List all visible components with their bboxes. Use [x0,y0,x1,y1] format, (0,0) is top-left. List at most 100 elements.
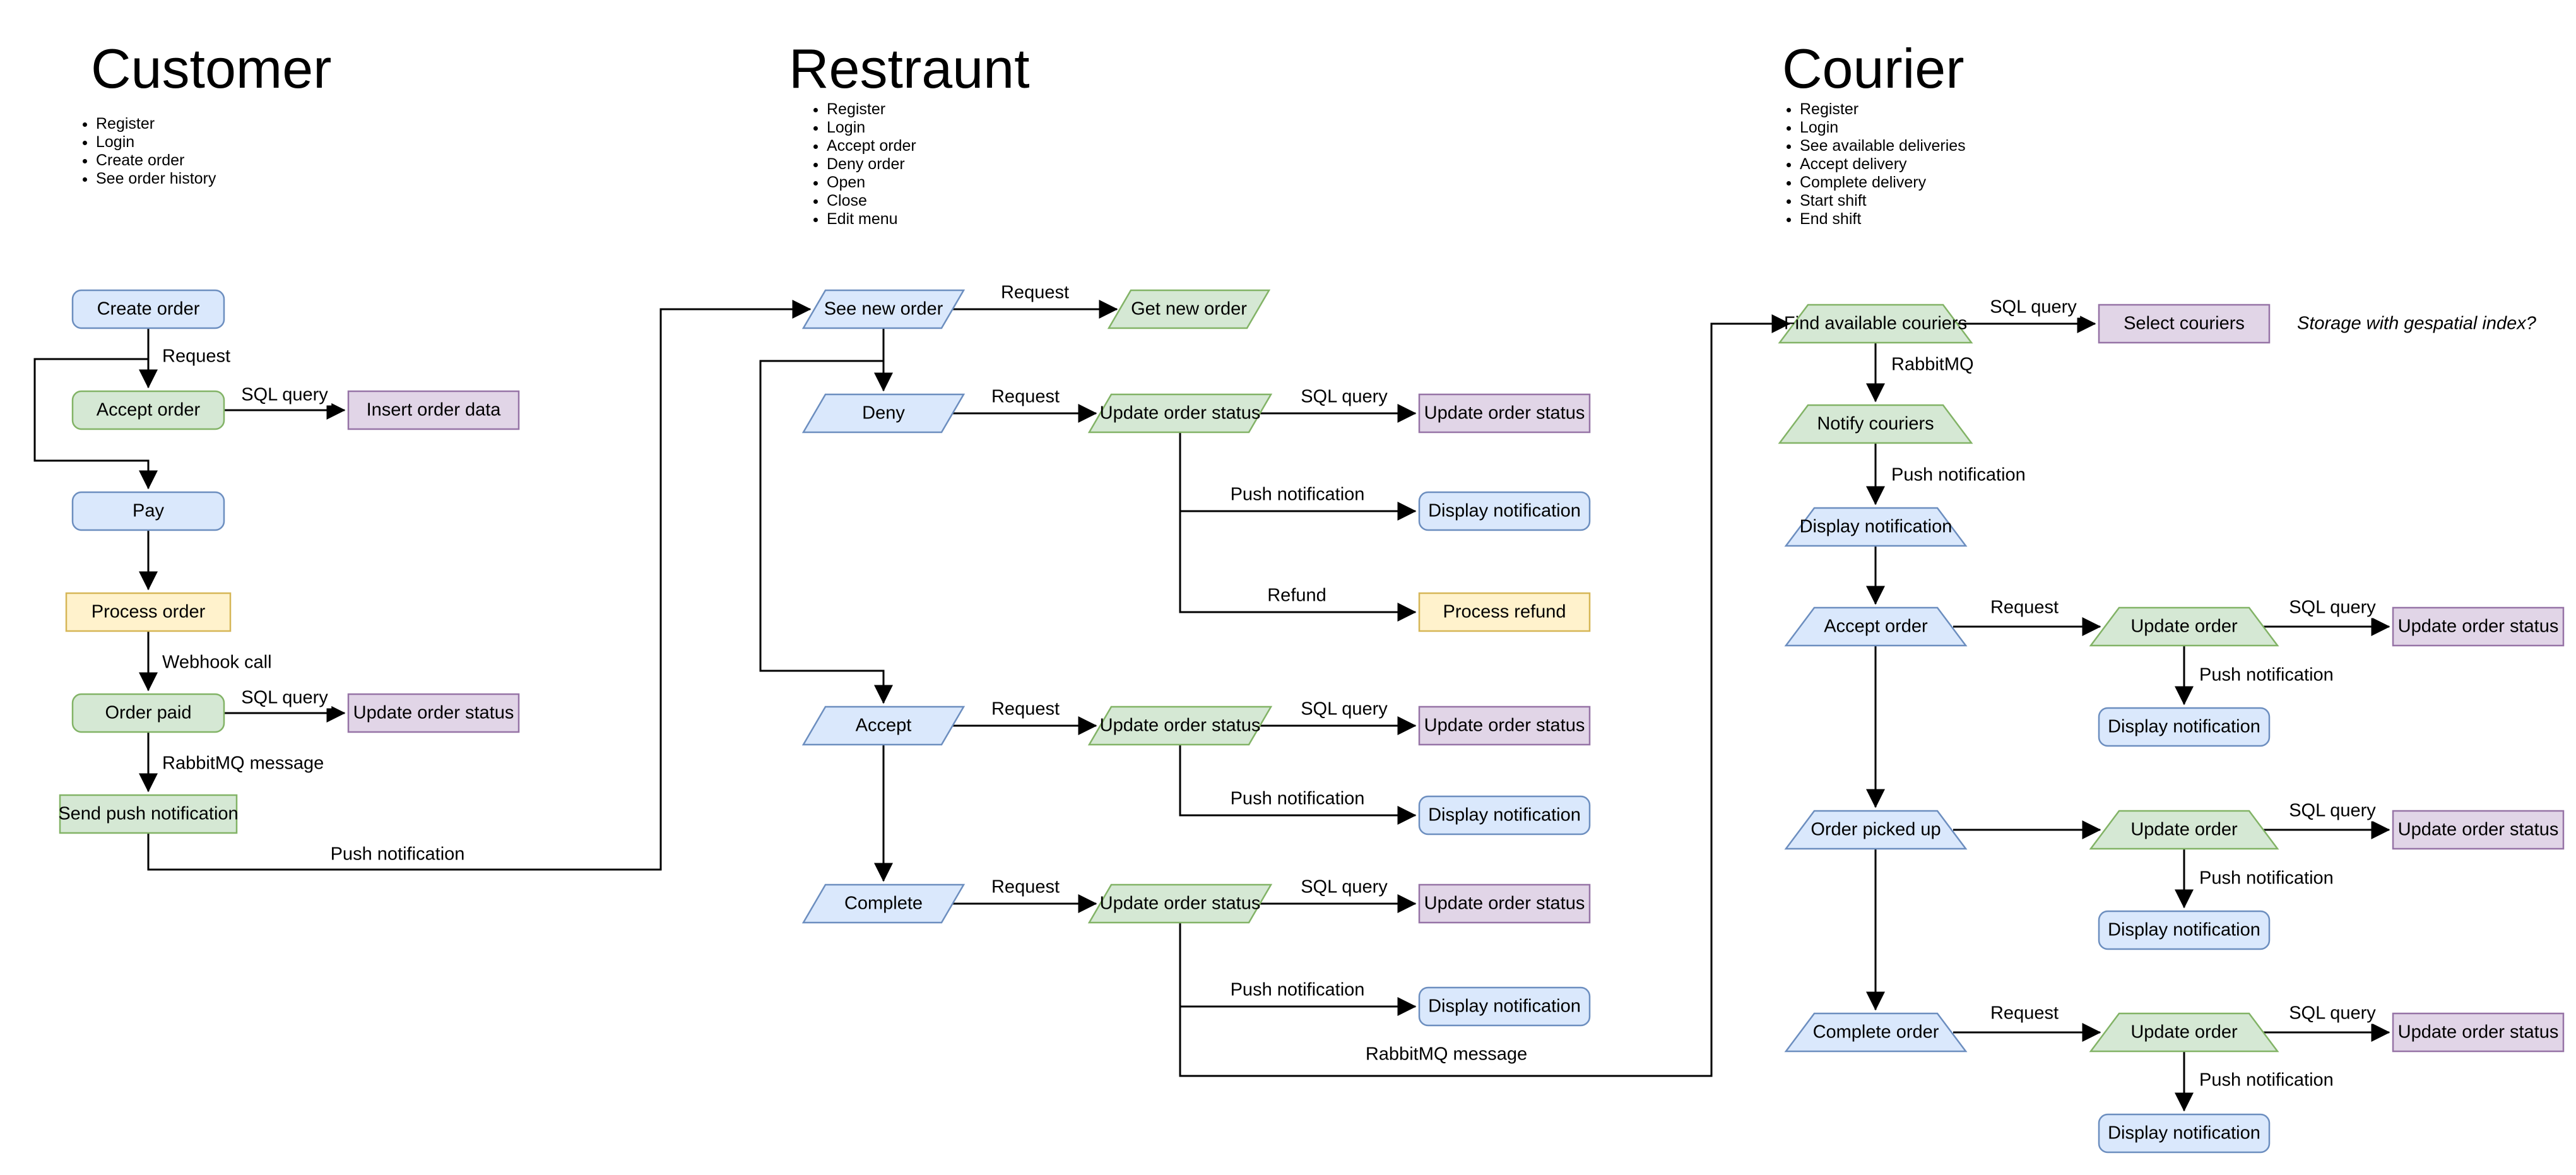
node-display-notif-couriers-shape [1784,507,1968,547]
list-item: See order history [96,170,216,188]
node-complete-order-label: Complete order [1812,1022,1939,1042]
node-update-order-status-pay-shape [347,693,520,733]
node-update-order-status-pay-label: Update order status [353,702,514,723]
edge-label-cupd3-to-notif: Push notification [2196,1070,2337,1091]
edge-label-caccept-to-update: Request [1987,597,2062,618]
geospatial-storage-note: Storage with gespatial index? [2297,313,2536,334]
edge-label-cupd1-to-db: SQL query [2286,597,2379,618]
edge-label-cupd2-to-notif: Push notification [2196,868,2337,889]
node-update-order-picked-shape [2089,810,2279,850]
edge-label-paid-to-sendpush: RabbitMQ message [159,753,328,774]
node-order-picked-up-shape [1784,810,1968,850]
edge-label-cupd3-to-db: SQL query [2286,1003,2379,1024]
node-update-status-accept-srv-label: Update order status [1099,715,1261,736]
edge-denyupd-to-refund [1179,511,1417,622]
node-insert-order-data-shape [347,390,520,430]
node-insert-order-data-label: Insert order data [366,399,501,420]
node-deny-shape [801,393,966,434]
node-complete-order-shape [1784,1012,1968,1053]
edge-label-accept-to-update: Request [988,699,1063,720]
node-update-status-accept-db-label: Update order status [1424,715,1585,736]
node-update-status-complete-srv-shape [1087,883,1273,924]
edge-label-paid-to-update: SQL query [238,687,331,709]
edge-label-compupd-to-notif: Push notification [1227,979,1368,1001]
node-accept-order-courier-shape [1784,606,1968,647]
node-display-notif-courier-3-label: Display notification [2108,1123,2260,1143]
node-get-new-order-shape [1107,289,1271,329]
edge-label-sendpush-to-seenew: Push notification [327,844,468,865]
node-update-status-complete-srv-label: Update order status [1099,893,1261,914]
section-title-courier: Courier [1782,37,1964,100]
node-display-notif-courier-1-shape [2098,707,2271,747]
list-item: Complete delivery [1800,174,1966,192]
node-display-notif-courier-3-shape [2098,1113,2271,1154]
node-display-notif-courier-1-label: Display notification [2108,716,2260,737]
section-title-customer: Customer [91,37,332,100]
node-order-picked-up-label: Order picked up [1811,819,1941,840]
node-select-couriers-shape [2098,304,2271,344]
list-item: End shift [1800,210,1966,228]
node-create-order-shape [71,289,225,329]
node-update-order-accept-shape [2089,606,2279,647]
edge-label-accupd-to-db: SQL query [1297,699,1391,720]
node-update-status-accept-db-shape [1418,706,1591,746]
node-display-notif-complete-shape [1418,986,1591,1027]
section-actions-list-courier: RegisterLoginSee available deliveriesAcc… [1781,100,1966,228]
node-complete-restraunt-label: Complete [844,893,923,914]
edge-accupd-to-notif [1179,745,1417,825]
list-item: Open [827,174,916,192]
edge-seenew-to-accept [759,360,893,704]
node-display-notif-accept-shape [1418,795,1591,835]
list-item: Accept delivery [1800,155,1966,174]
edge-label-compupd-to-db: SQL query [1297,877,1391,898]
node-send-push-notification-label: Send push notification [58,803,239,824]
node-send-push-notification-shape [59,794,238,834]
node-pay-label: Pay [133,500,164,521]
edge-label-deny-to-update: Request [988,386,1063,408]
node-see-new-order-shape [801,289,966,329]
node-find-available-couriers-shape [1778,304,1973,344]
node-pay-shape [71,491,225,531]
list-item: Accept order [827,137,916,155]
node-accept-restraunt-shape [801,706,966,746]
edge-label-cupd1-to-notif: Push notification [2196,664,2337,686]
edge-create-to-pay [33,358,158,490]
list-item: See available deliveries [1800,137,1966,155]
node-notify-couriers-label: Notify couriers [1817,413,1934,434]
node-update-status-complete-db-shape [1418,883,1591,924]
edge-label-notify-to-display: Push notification [1888,464,2029,486]
node-display-notif-couriers-label: Display notification [1799,516,1953,537]
list-item: Register [827,100,916,119]
node-update-status-accept-srv-shape [1087,706,1273,746]
edge-sendpush-to-seenew [147,300,812,871]
node-deny-label: Deny [862,403,905,423]
node-update-status-courier-2-label: Update order status [2397,819,2559,840]
edge-label-find-to-select: SQL query [1987,297,2080,318]
node-get-new-order-label: Get new order [1131,298,1247,319]
node-display-notif-deny-shape [1418,491,1591,531]
node-update-status-courier-1-label: Update order status [2397,616,2559,637]
list-item: Login [1800,119,1966,137]
edge-label-complete-to-update: Request [988,877,1063,898]
node-process-order-shape [65,592,232,632]
edge-label-denyupd-to-notif: Push notification [1227,484,1368,505]
node-order-paid-label: Order paid [105,702,192,723]
node-process-order-label: Process order [91,601,206,622]
node-update-status-deny-srv-label: Update order status [1099,403,1261,423]
list-item: Login [96,133,216,151]
section-actions-list-customer: RegisterLoginCreate orderSee order histo… [77,115,216,188]
list-item: Create order [96,151,216,170]
node-complete-restraunt-shape [801,883,966,924]
list-item: Register [1800,100,1966,119]
node-process-refund-shape [1418,592,1591,632]
edge-label-denyupd-to-refund: Refund [1264,585,1330,606]
node-see-new-order-label: See new order [824,298,943,319]
node-display-notif-deny-label: Display notification [1428,500,1581,521]
node-accept-restraunt-label: Accept [855,715,912,736]
edge-label-create-to-accept: Request [159,346,234,367]
node-select-couriers-label: Select couriers [2124,313,2245,334]
edge-label-cupd2-to-db: SQL query [2286,800,2379,822]
list-item: Edit menu [827,210,916,228]
list-item: Close [827,192,916,210]
